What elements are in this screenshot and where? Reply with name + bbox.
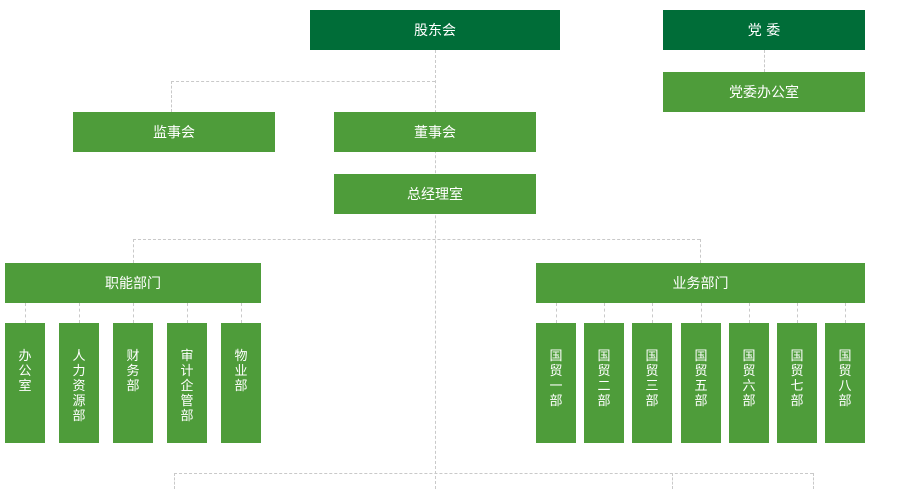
dept-trade-7-label: 国贸七部 [790,349,804,409]
connector-line [133,239,134,263]
connector-line [187,303,188,323]
connector-line [174,473,813,474]
connector-line [845,303,846,323]
connector-line [700,239,701,263]
functional-depts-box: 职能部门 [5,263,261,303]
dept-trade-3-box: 国贸三部 [632,323,672,443]
connector-line [25,303,26,323]
dept-finance-label: 财务部 [126,349,140,394]
dept-office-box: 办公室 [5,323,45,443]
dept-property-box: 物业部 [221,323,261,443]
dept-trade-1-label: 国贸一部 [549,349,563,409]
party-office-box: 党委办公室 [663,72,865,112]
dept-trade-6-box: 国贸六部 [729,323,769,443]
dept-trade-3-label: 国贸三部 [645,349,659,409]
shareholders-box: 股东会 [310,10,560,50]
dept-trade-5-label: 国贸五部 [694,349,708,409]
board-box: 董事会 [334,112,536,152]
dept-trade-8-box: 国贸八部 [825,323,865,443]
dept-hr-box: 人力资源部 [59,323,99,443]
connector-line [133,303,134,323]
connector-line [556,303,557,323]
dept-trade-2-label: 国贸二部 [597,349,611,409]
connector-line [79,303,80,323]
dept-trade-8-label: 国贸八部 [838,349,852,409]
connector-line [241,303,242,323]
connector-line [133,239,700,240]
connector-line [749,303,750,323]
party-committee-box: 党 委 [663,10,865,50]
dept-trade-5-box: 国贸五部 [681,323,721,443]
connector-line [435,50,436,489]
connector-line [171,81,172,112]
dept-trade-6-label: 国贸六部 [742,349,756,409]
connector-line [797,303,798,323]
connector-line [171,81,435,82]
connector-line [764,50,765,72]
connector-line [652,303,653,323]
dept-audit-box: 审计企管部 [167,323,207,443]
connector-line [174,473,175,489]
connector-line [701,303,702,323]
connector-line [672,473,673,489]
dept-audit-label: 审计企管部 [180,349,194,424]
dept-finance-box: 财务部 [113,323,153,443]
gm-office-box: 总经理室 [334,174,536,214]
connector-line [604,303,605,323]
dept-trade-1-box: 国贸一部 [536,323,576,443]
dept-trade-7-box: 国贸七部 [777,323,817,443]
dept-property-label: 物业部 [234,349,248,394]
connector-line [813,473,814,489]
dept-trade-2-box: 国贸二部 [584,323,624,443]
dept-office-label: 办公室 [18,349,32,394]
supervisors-box: 监事会 [73,112,275,152]
dept-hr-label: 人力资源部 [72,349,86,424]
business-depts-box: 业务部门 [536,263,865,303]
